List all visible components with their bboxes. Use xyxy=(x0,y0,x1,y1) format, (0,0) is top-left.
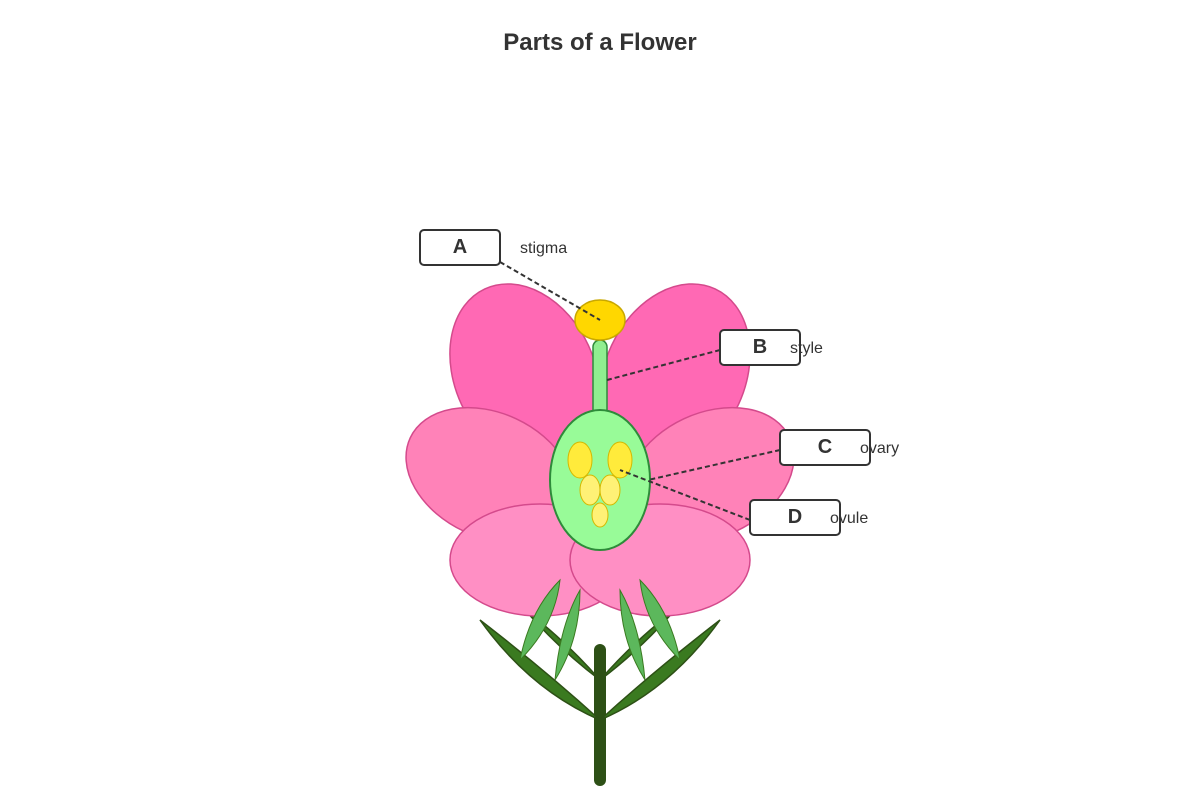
label-box-d xyxy=(749,499,841,536)
label-b: B style xyxy=(719,329,823,366)
label-letter-a: A xyxy=(453,236,467,258)
label-letter-c: C xyxy=(818,436,832,458)
label-d: D ovule xyxy=(749,499,868,536)
ovule xyxy=(599,474,621,506)
leader-line-d xyxy=(619,469,751,521)
leader-line-a xyxy=(499,261,601,321)
label-box-a xyxy=(419,229,501,266)
leader-line-c xyxy=(647,449,781,481)
flower-illustration xyxy=(405,283,795,786)
style xyxy=(592,339,608,421)
ovule xyxy=(567,441,593,479)
label-a: A stigma xyxy=(419,229,567,266)
label-text-ovary: ovary xyxy=(860,440,899,457)
sepal-right-dark xyxy=(599,619,721,721)
label-text-ovule: ovule xyxy=(830,510,868,527)
stem xyxy=(594,644,606,786)
ovary xyxy=(549,409,651,551)
label-box-b xyxy=(719,329,801,366)
leader-line-b xyxy=(606,349,721,381)
diagram-title: Parts of a Flower xyxy=(503,29,696,56)
label-text-style: style xyxy=(790,340,823,357)
ovule xyxy=(579,474,601,506)
label-text-stigma: stigma xyxy=(520,240,567,257)
leaf-light-2 xyxy=(554,588,581,681)
ovule xyxy=(591,502,609,528)
label-box-c xyxy=(779,429,871,466)
leaf-light-1 xyxy=(519,578,561,662)
label-letter-b: B xyxy=(753,336,767,358)
label-c: C ovary xyxy=(779,429,899,466)
label-letter-d: D xyxy=(788,506,802,528)
ovule xyxy=(607,441,633,479)
leaf-light-4 xyxy=(639,578,681,662)
leaf-light-3 xyxy=(619,588,646,681)
